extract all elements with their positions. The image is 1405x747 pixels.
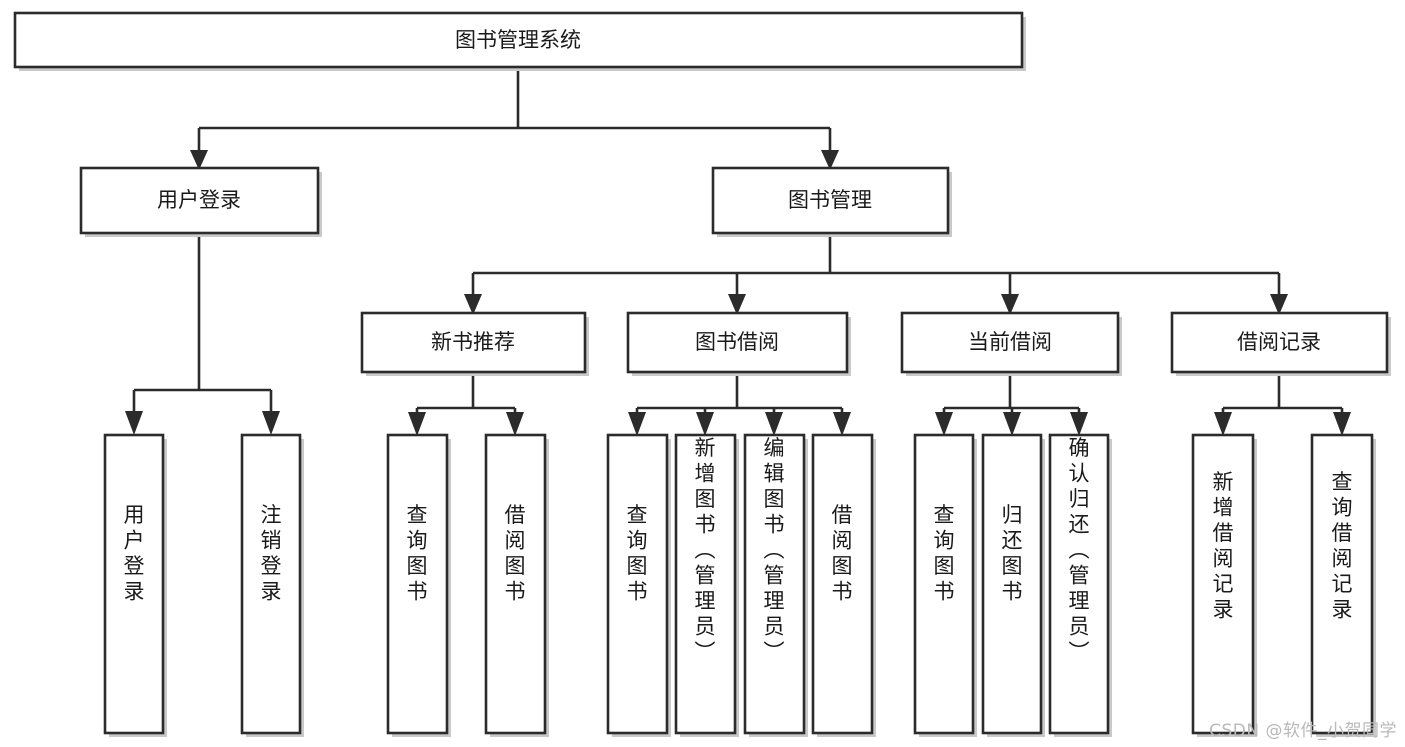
node-borrow-record[interactable]: 借阅记录 [1170,311,1391,376]
node-new-book-recommend[interactable]: 新书推荐 [360,311,589,376]
arrow-head-icon [1214,412,1232,436]
arrow-head-icon [506,412,524,436]
node-leaf-user-logout[interactable]: 注销登录 [240,433,304,737]
node-box [1048,433,1110,735]
connector-new-book-to-leaves [408,372,524,436]
arrow-head-icon [696,412,714,436]
node-leaf-return-book[interactable]: 归还图书 [981,433,1045,737]
arrow-head-icon [833,412,851,436]
node-label-leaf-add-borrow-record: 新增借阅记录 [1213,470,1234,622]
arrow-head-icon [1070,412,1088,436]
arrow-head-icon [1333,412,1351,436]
connector-root-to-level2 [190,67,839,170]
node-label-book-management: 图书管理 [788,188,872,212]
node-leaf-query-book-3[interactable]: 查询图书 [913,433,977,737]
node-leaf-edit-book-admin[interactable]: 编辑图书︵管理员︶ [743,433,808,737]
node-label-borrow-record: 借阅记录 [1237,330,1321,354]
node-box [913,433,975,735]
node-box [386,433,449,735]
arrow-head-icon [125,411,143,435]
arrow-head-icon [262,411,280,435]
connector-user-login-to-leaves [125,233,280,435]
node-box [1170,311,1389,374]
arrow-head-icon [1270,294,1288,315]
node-label-leaf-edit-book-admin: 编辑图书︵管理员︶ [764,436,785,664]
node-book-management[interactable]: 图书管理 [711,166,952,237]
node-label-leaf-borrow-book-1: 借阅图书 [505,503,526,604]
arrow-head-icon [464,294,482,315]
node-box [606,433,669,735]
node-box [626,311,849,374]
arrow-head-icon [1001,294,1019,315]
node-book-borrow[interactable]: 图书借阅 [626,311,851,376]
node-label-current-borrow: 当前借阅 [968,330,1052,354]
arrow-head-icon [190,150,208,170]
node-box [1310,433,1374,735]
node-label-leaf-user-login: 用户登录 [124,503,145,604]
node-box [981,433,1043,735]
connector-current-borrow-to-leaves [935,372,1088,436]
arrow-head-icon [408,412,426,436]
node-leaf-add-book-admin[interactable]: 新增图书︵管理员︶ [674,433,739,737]
arrow-head-icon [1003,412,1021,436]
connector-book-management-to-level3 [464,233,1288,315]
node-label-leaf-confirm-return-admin: 确认归还︵管理员︶ [1069,436,1090,664]
node-label-leaf-query-book-1: 查询图书 [407,503,428,604]
node-leaf-borrow-book-2[interactable]: 借阅图书 [811,433,876,737]
connector-book-borrow-to-leaves [628,372,851,436]
arrow-head-icon [765,412,783,436]
connector-layer [125,67,1351,436]
node-user-login[interactable]: 用户登录 [79,166,322,237]
node-leaf-add-borrow-record[interactable]: 新增借阅记录 [1191,433,1257,737]
node-box [711,166,950,235]
node-label-user-login: 用户登录 [157,188,241,212]
node-current-borrow[interactable]: 当前借阅 [900,311,1122,376]
node-label-leaf-return-book: 归还图书 [1002,503,1023,604]
node-leaf-borrow-book-1[interactable]: 借阅图书 [484,433,549,737]
arrow-head-icon [628,412,646,436]
node-leaf-query-book-2[interactable]: 查询图书 [606,433,671,737]
node-box [360,311,587,374]
node-box [79,166,320,235]
node-label-leaf-borrow-book-2: 借阅图书 [832,503,853,604]
node-box [1191,433,1255,735]
node-box [743,433,806,735]
connector-borrow-record-to-leaves [1214,372,1351,436]
node-leaf-user-login[interactable]: 用户登录 [103,433,167,737]
node-label-leaf-query-book-2: 查询图书 [627,503,648,604]
node-box [674,433,737,735]
node-leaf-confirm-return-admin[interactable]: 确认归还︵管理员︶ [1048,433,1112,737]
node-box [811,433,874,735]
arrow-head-icon [935,412,953,436]
node-label-leaf-add-book-admin: 新增图书︵管理员︶ [695,436,716,664]
node-box [484,433,547,735]
node-leaf-query-book-1[interactable]: 查询图书 [386,433,451,737]
node-label-leaf-query-book-3: 查询图书 [934,503,955,604]
node-box [900,311,1120,374]
node-label-leaf-query-borrow-record: 查询借阅记录 [1332,470,1353,622]
arrow-head-icon [728,294,746,315]
node-label-root: 图书管理系统 [455,28,581,52]
node-label-leaf-user-logout: 注销登录 [261,503,282,604]
node-root[interactable]: 图书管理系统 [13,11,1026,71]
node-label-book-borrow: 图书借阅 [695,330,779,354]
node-leaf-query-borrow-record[interactable]: 查询借阅记录 [1310,433,1376,737]
arrow-head-icon [821,150,839,170]
node-box [13,11,1024,69]
node-box [240,433,302,735]
node-label-new-book-recommend: 新书推荐 [431,330,515,354]
node-box [103,433,165,735]
